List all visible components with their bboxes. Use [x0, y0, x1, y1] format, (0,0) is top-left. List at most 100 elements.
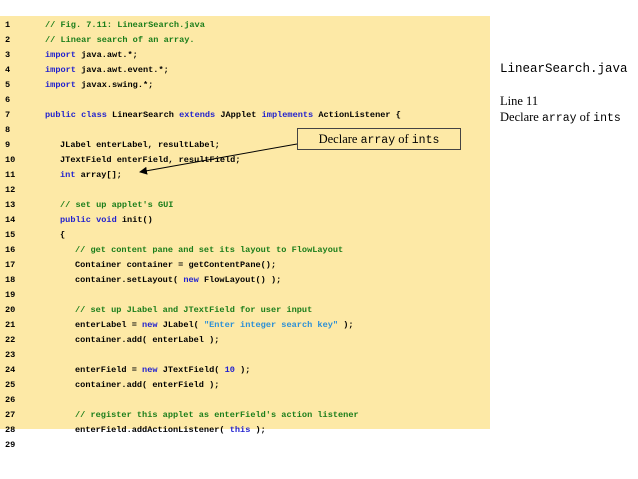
line-number: 20 [5, 305, 16, 315]
line-number: 1 [5, 20, 11, 30]
desc-array: array [541, 112, 577, 125]
line-number: 15 [5, 230, 16, 240]
line-number: 13 [5, 200, 16, 210]
line-number: 7 [5, 110, 11, 120]
code-line: 28 enterField.addActionListener( this ); [0, 423, 490, 438]
code-line: 3 import java.awt.*; [0, 48, 490, 63]
code-line: 17 Container container = getContentPane()… [0, 258, 490, 273]
code-line: 1 // Fig. 7.11: LinearSearch.java [0, 18, 490, 33]
line-number: 29 [5, 440, 16, 450]
code-token-comment: // Linear search of an array. [45, 35, 195, 45]
code-token-kw: implements [261, 110, 314, 120]
code-token-kw: new [142, 320, 158, 330]
code-token-plain: java.awt.*; [75, 50, 138, 60]
code-token-plain: JTextField( [157, 365, 225, 375]
line-number: 24 [5, 365, 16, 375]
code-token-kw: public class [45, 110, 107, 120]
code-token-plain: JLabel( [157, 320, 204, 330]
side-notes: LinearSearch.java Line 11 Declare array … [500, 60, 638, 127]
code-text: { [60, 228, 65, 243]
callout-text-mid: of [395, 132, 412, 146]
callout-text-array: array [360, 134, 396, 147]
code-line: 16// get content pane and set its layout… [0, 243, 490, 258]
code-token-plain: JLabel enterLabel, resultLabel; [60, 140, 220, 150]
code-token-comment: // set up JLabel and JTextField for user… [75, 305, 313, 315]
line-number: 10 [5, 155, 16, 165]
code-token-str: "Enter integer search key" [203, 320, 339, 330]
line-number: 9 [5, 140, 11, 150]
code-text: container.setLayout( new FlowLayout() ); [75, 273, 281, 288]
code-token-comment: // set up applet's GUI [60, 200, 174, 210]
code-line: 6 [0, 93, 490, 108]
code-text: // set up applet's GUI [60, 198, 173, 213]
code-text: int array[]; [60, 168, 122, 183]
code-token-comment: // Fig. 7.11: LinearSearch.java [45, 20, 205, 30]
code-token-kw: import [45, 50, 76, 60]
code-text: import java.awt.*; [45, 48, 138, 63]
code-token-plain: container.add( enterLabel ); [75, 335, 220, 345]
code-token-plain: JApplet [215, 110, 262, 120]
code-line: 26 [0, 393, 490, 408]
code-token-plain: { [60, 230, 66, 240]
code-token-num: 10 [224, 365, 235, 375]
code-token-plain: container.setLayout( [75, 275, 184, 285]
line-reference: Line 11 [500, 94, 539, 108]
line-number: 26 [5, 395, 16, 405]
code-token-kw: this [229, 425, 251, 435]
code-token-plain: LinearSearch [106, 110, 180, 120]
code-line: 2// Linear search of an array. [0, 33, 490, 48]
code-listing: 1 // Fig. 7.11: LinearSearch.java 2// Line… [0, 16, 490, 450]
code-token-kw: new [183, 275, 199, 285]
code-text: enterLabel = new JLabel( "Enter integer … [75, 318, 354, 333]
code-token-plain: Container container = getContentPane(); [75, 260, 277, 270]
line-number: 12 [5, 185, 16, 195]
line-number: 17 [5, 260, 16, 270]
code-text: public class LinearSearch extends JApple… [45, 108, 401, 123]
file-name-label: LinearSearch.java [500, 62, 628, 76]
line-number: 3 [5, 50, 11, 60]
code-token-plain: enterField = [75, 365, 143, 375]
code-line: 15 { [0, 228, 490, 243]
code-token-kw: import [45, 65, 76, 75]
code-text: import java.awt.event.*; [45, 63, 169, 78]
code-text: // Linear search of an array. [45, 33, 195, 48]
line-number: 6 [5, 95, 11, 105]
line-number: 27 [5, 410, 16, 420]
code-token-kw: extends [179, 110, 216, 120]
code-token-plain: init() [116, 215, 153, 225]
code-line: 4 import java.awt.event.*; [0, 63, 490, 78]
code-line: 19 [0, 288, 490, 303]
code-text: enterField.addActionListener( this ); [75, 423, 266, 438]
line-number: 4 [5, 65, 11, 75]
line-number: 14 [5, 215, 16, 225]
code-token-kw: int [60, 170, 76, 180]
line-number: 23 [5, 350, 16, 360]
code-text: // register this applet as enterField's … [75, 408, 359, 423]
callout-text-ints: ints [411, 134, 440, 147]
callout-box: Declare array of ints [297, 128, 461, 150]
code-line: 20 // set up JLabel and JTextField for us… [0, 303, 490, 318]
code-line: 27 // register this applet as enterField'… [0, 408, 490, 423]
code-token-plain: ActionListener { [313, 110, 401, 120]
code-token-plain: JTextField enterField, resultField; [60, 155, 241, 165]
code-line: 10 JTextField enterField, resultField; [0, 153, 490, 168]
code-line: 7 public class LinearSearch extends JAppl… [0, 108, 490, 123]
line-number: 28 [5, 425, 16, 435]
code-token-plain: ); [234, 365, 251, 375]
code-text: JTextField enterField, resultField; [60, 153, 241, 168]
code-line: 13 // set up applet's GUI [0, 198, 490, 213]
code-token-kw: import [45, 80, 76, 90]
code-token-plain: enterField.addActionListener( [75, 425, 230, 435]
desc-pre: Declare [500, 110, 542, 124]
line-number: 16 [5, 245, 16, 255]
line-number: 8 [5, 125, 11, 135]
code-token-plain: ); [250, 425, 266, 435]
code-text: // Fig. 7.11: LinearSearch.java [45, 18, 205, 33]
